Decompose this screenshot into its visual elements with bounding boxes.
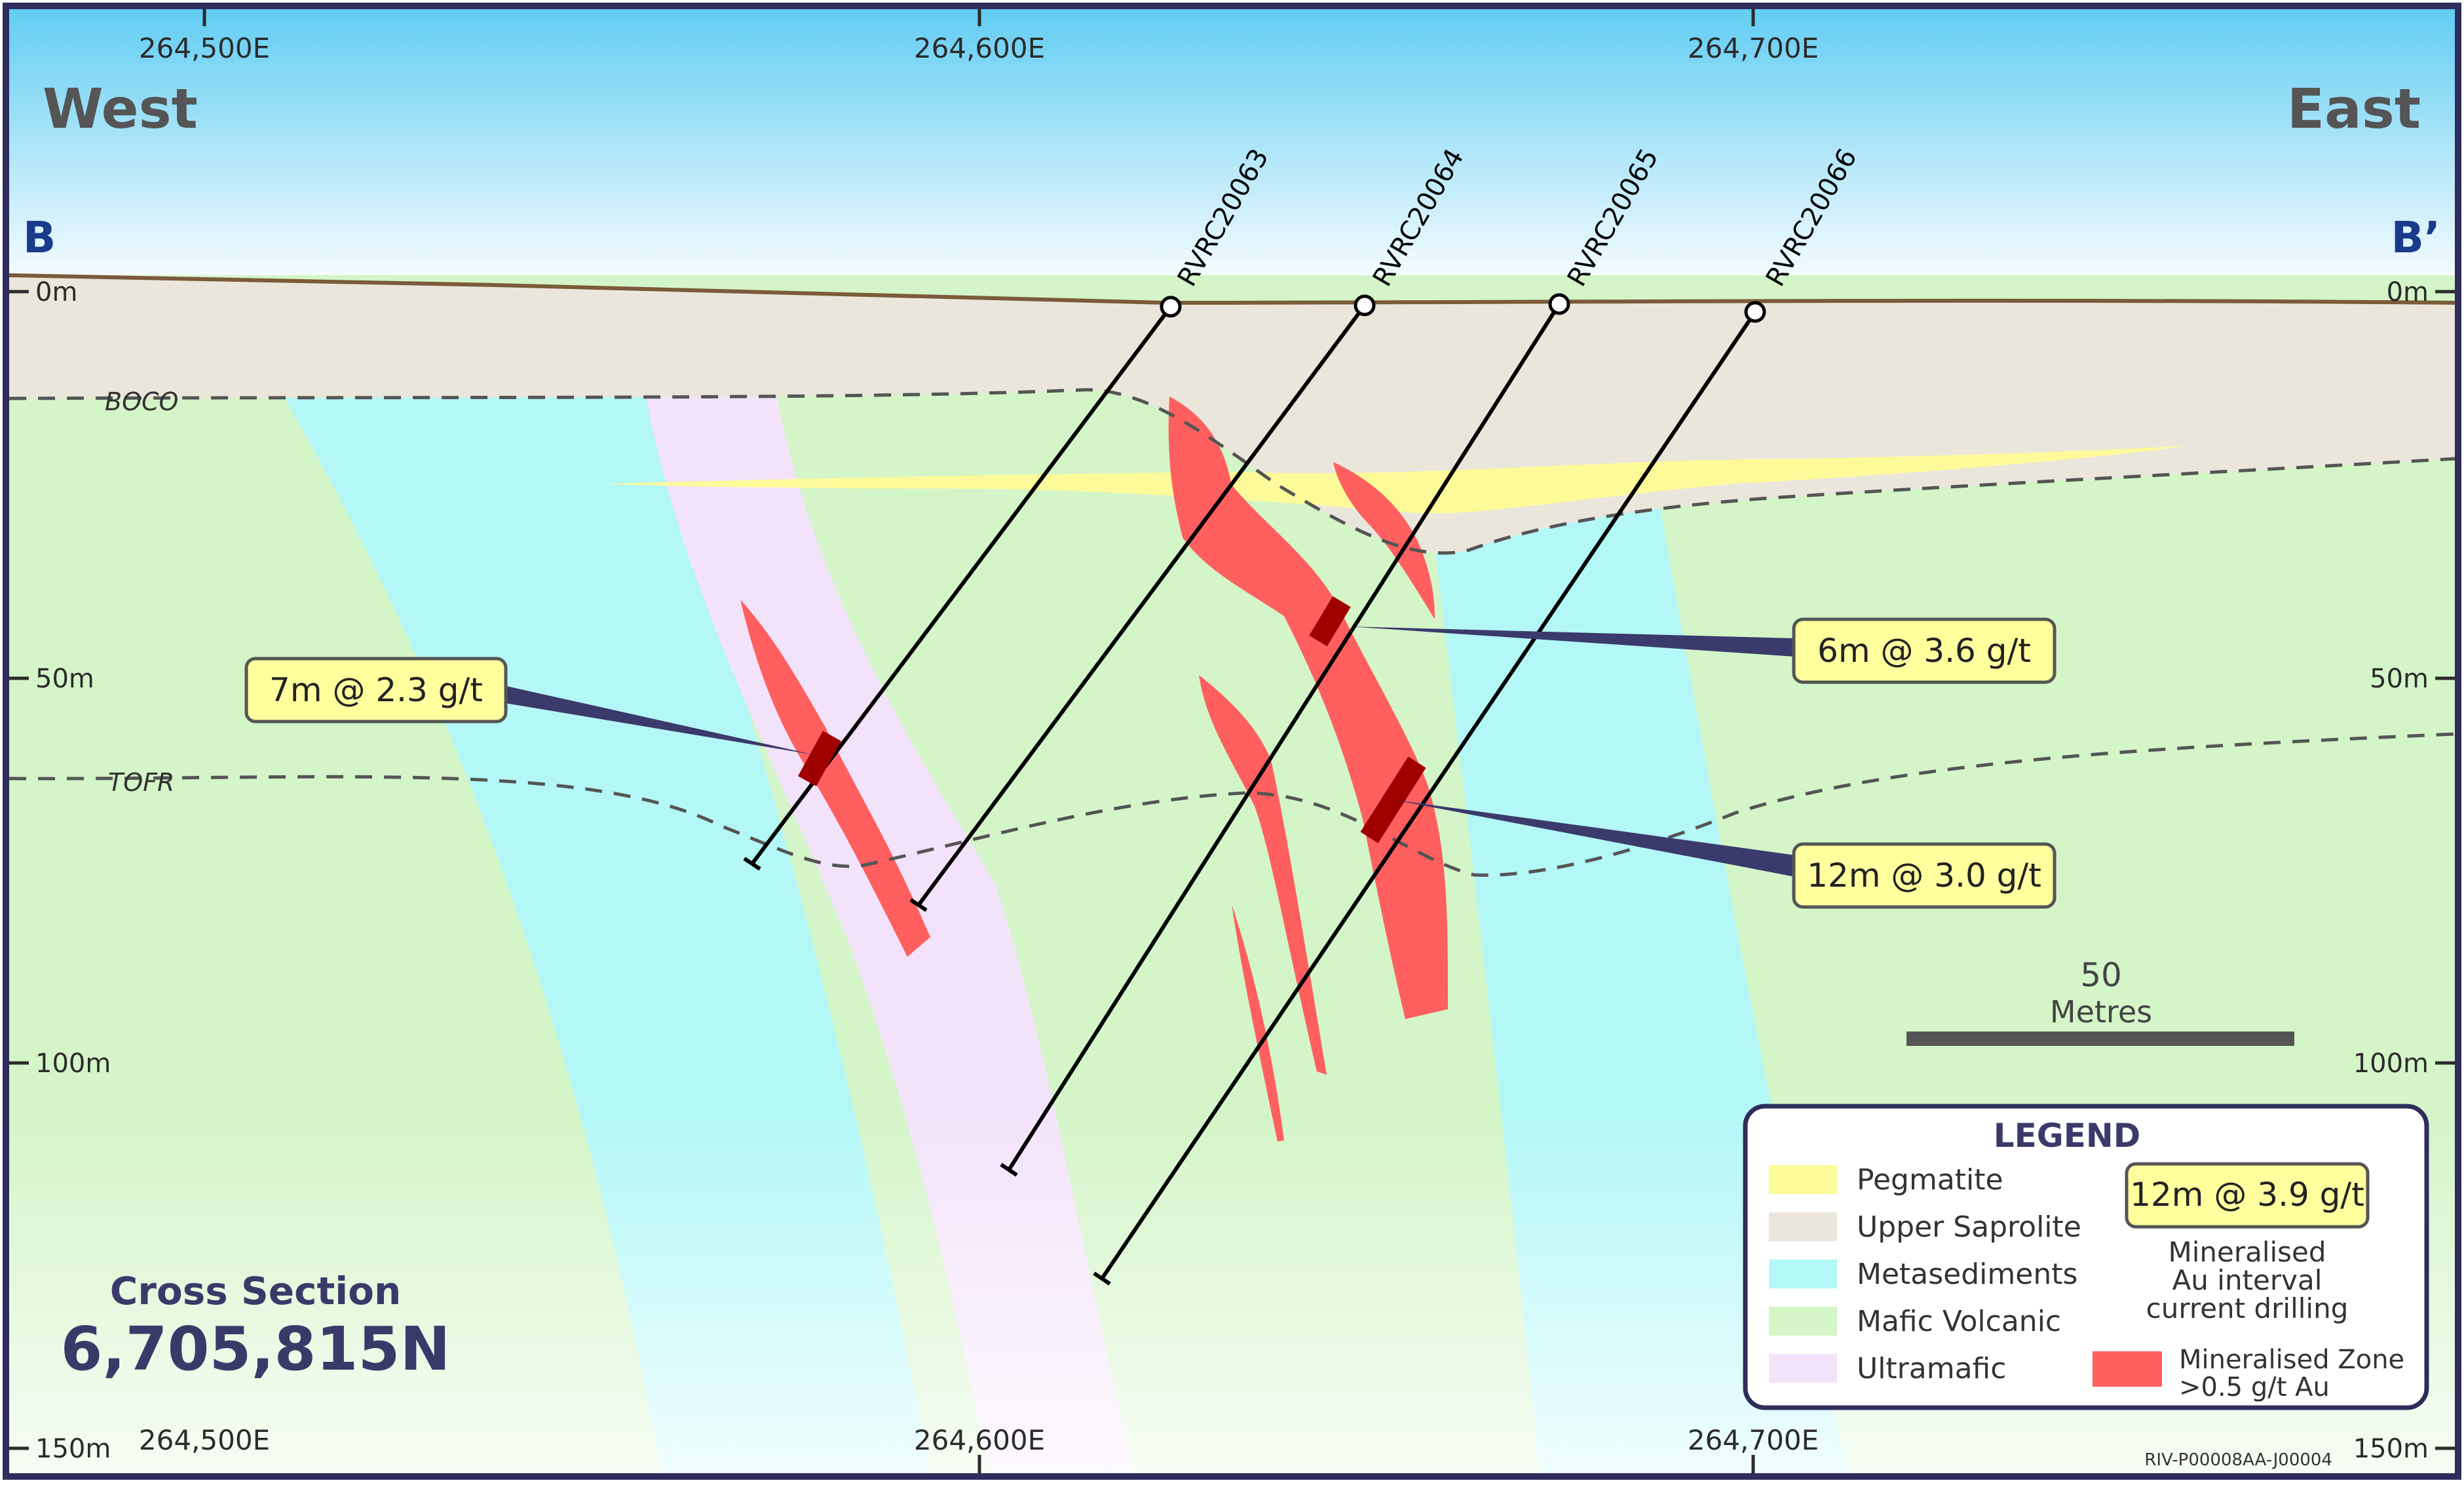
top-easting-label-2: 264,600E bbox=[914, 32, 1045, 64]
legend-intercept-caption-1: Mineralised bbox=[2168, 1236, 2326, 1268]
upper-saprolite-unit bbox=[9, 274, 2455, 553]
left-depth-label-150: 150m bbox=[35, 1434, 111, 1464]
sky-background bbox=[9, 9, 2455, 298]
legend-swatch-pegmatite bbox=[1769, 1165, 1837, 1194]
legend-swatch-mafic-volcanic bbox=[1769, 1307, 1837, 1336]
mineralised-zone-main bbox=[1168, 396, 1448, 1019]
mineralised-zone-thin-vein bbox=[1232, 904, 1284, 1142]
boco-boundary-line bbox=[9, 388, 2455, 555]
leader-line-12m bbox=[1392, 800, 1795, 877]
drillhole-collar-RVRC20063 bbox=[1160, 296, 1182, 318]
tofr-boundary-line bbox=[9, 732, 2455, 877]
drillhole-end-tick-RVRC20065 bbox=[1000, 1163, 1018, 1177]
mineralised-zone-central bbox=[1199, 675, 1327, 1075]
legend-swatch-metasediments bbox=[1769, 1260, 1837, 1288]
outer-frame bbox=[3, 3, 2461, 1480]
scale-bar bbox=[1906, 1032, 2294, 1046]
scale-bar-value: 50 bbox=[2080, 956, 2122, 994]
scale-bar-unit: Metres bbox=[2050, 994, 2152, 1030]
intercept-callout-7m-text: 7m @ 2.3 g/t bbox=[269, 671, 483, 709]
legend-intercept-example-box bbox=[2125, 1162, 2370, 1229]
intercept-callout-12m: 12m @ 3.0 g/t bbox=[1792, 842, 2056, 909]
intercept-callout-6m-box bbox=[1792, 617, 2056, 684]
top-easting-label-1: 264,500E bbox=[139, 32, 270, 64]
cross-section-title: Cross Section bbox=[110, 1269, 402, 1313]
west-label: West bbox=[43, 77, 198, 141]
right-depth-label-100: 100m bbox=[2353, 1049, 2429, 1079]
drillhole-trace-RVRC20065 bbox=[1007, 303, 1561, 1171]
legend-label-ultramafic: Ultramafic bbox=[1857, 1352, 2006, 1385]
drillhole-end-tick-RVRC20066 bbox=[1093, 1271, 1111, 1286]
legend-intercept-example-text: 12m @ 3.9 g/t bbox=[2130, 1176, 2364, 1214]
legend-swatch-mineralised-zone bbox=[2093, 1351, 2162, 1387]
leader-line-6m bbox=[1350, 627, 1795, 657]
legend-label-pegmatite: Pegmatite bbox=[1857, 1163, 2003, 1197]
drillhole-trace-RVRC20066 bbox=[1100, 311, 1757, 1280]
drillhole-trace-RVRC20064 bbox=[917, 304, 1367, 906]
legend-zone-caption-2: >0.5 g/t Au bbox=[2179, 1372, 2330, 1402]
intercept-interval-RVRC20066 bbox=[1360, 756, 1426, 843]
legend-swatch-upper-saprolite bbox=[1769, 1212, 1837, 1241]
top-easting-label-3: 264,700E bbox=[1688, 32, 1819, 64]
bottom-easting-label-1: 264,500E bbox=[139, 1424, 270, 1456]
legend-title: LEGEND bbox=[1994, 1117, 2141, 1155]
left-depth-label-100: 100m bbox=[35, 1049, 111, 1079]
intercept-callout-12m-text: 12m @ 3.0 g/t bbox=[1807, 857, 2041, 895]
reference-code: RIV-P00008AA-J00004 bbox=[2144, 1450, 2332, 1470]
legend-label-upper-saprolite: Upper Saprolite bbox=[1857, 1210, 2081, 1244]
intercept-callout-6m-text: 6m @ 3.6 g/t bbox=[1817, 632, 2031, 670]
intercept-callout-7m: 7m @ 2.3 g/t bbox=[244, 657, 508, 723]
intercept-interval-RVRC20063 bbox=[797, 731, 842, 786]
intercept-callout-7m-box bbox=[244, 657, 508, 723]
boco-label: BOCO bbox=[105, 387, 178, 416]
drillhole-collar-RVRC20065 bbox=[1548, 293, 1570, 315]
tofr-label: TOFR bbox=[108, 768, 174, 797]
mineralised-zone-west bbox=[740, 600, 930, 957]
right-depth-label-50: 50m bbox=[2370, 664, 2429, 694]
bottom-easting-label-3: 264,700E bbox=[1688, 1424, 1819, 1456]
right-depth-label-0: 0m bbox=[2387, 277, 2429, 307]
section-end-label: B’ bbox=[2391, 212, 2440, 263]
intercept-callout-6m: 6m @ 3.6 g/t bbox=[1792, 617, 2056, 684]
pegmatite-unit bbox=[603, 446, 2188, 514]
drillhole-collar-RVRC20064 bbox=[1354, 294, 1376, 317]
legend-intercept-caption-2: Au interval bbox=[2172, 1264, 2322, 1296]
drillhole-end-tick-RVRC20063 bbox=[743, 857, 761, 871]
legend-zone-caption-1: Mineralised Zone bbox=[2179, 1345, 2404, 1375]
intercept-callout-12m-box bbox=[1792, 842, 2056, 909]
legend: LEGEND Pegmatite Upper Saprolite Metased… bbox=[1743, 1104, 2429, 1410]
legend-intercept-caption-3: current drilling bbox=[2146, 1292, 2349, 1324]
section-start-label: B bbox=[23, 212, 56, 263]
legend-swatch-ultramafic bbox=[1769, 1354, 1837, 1383]
right-depth-label-150: 150m bbox=[2353, 1434, 2429, 1464]
intercept-interval-RVRC20065 bbox=[1309, 596, 1351, 647]
left-depth-label-50: 50m bbox=[35, 664, 94, 694]
left-depth-label-0: 0m bbox=[35, 277, 77, 307]
legend-label-mafic-volcanic: Mafic Volcanic bbox=[1857, 1305, 2061, 1338]
bottom-easting-label-2: 264,600E bbox=[914, 1424, 1045, 1456]
east-label: East bbox=[2287, 77, 2421, 141]
cross-section-northing: 6,705,815N bbox=[61, 1314, 451, 1384]
drillhole-collar-RVRC20066 bbox=[1744, 301, 1766, 323]
leader-line-7m bbox=[486, 682, 815, 755]
legend-label-metasediments: Metasediments bbox=[1857, 1258, 2077, 1291]
drillhole-end-tick-RVRC20064 bbox=[909, 898, 928, 912]
